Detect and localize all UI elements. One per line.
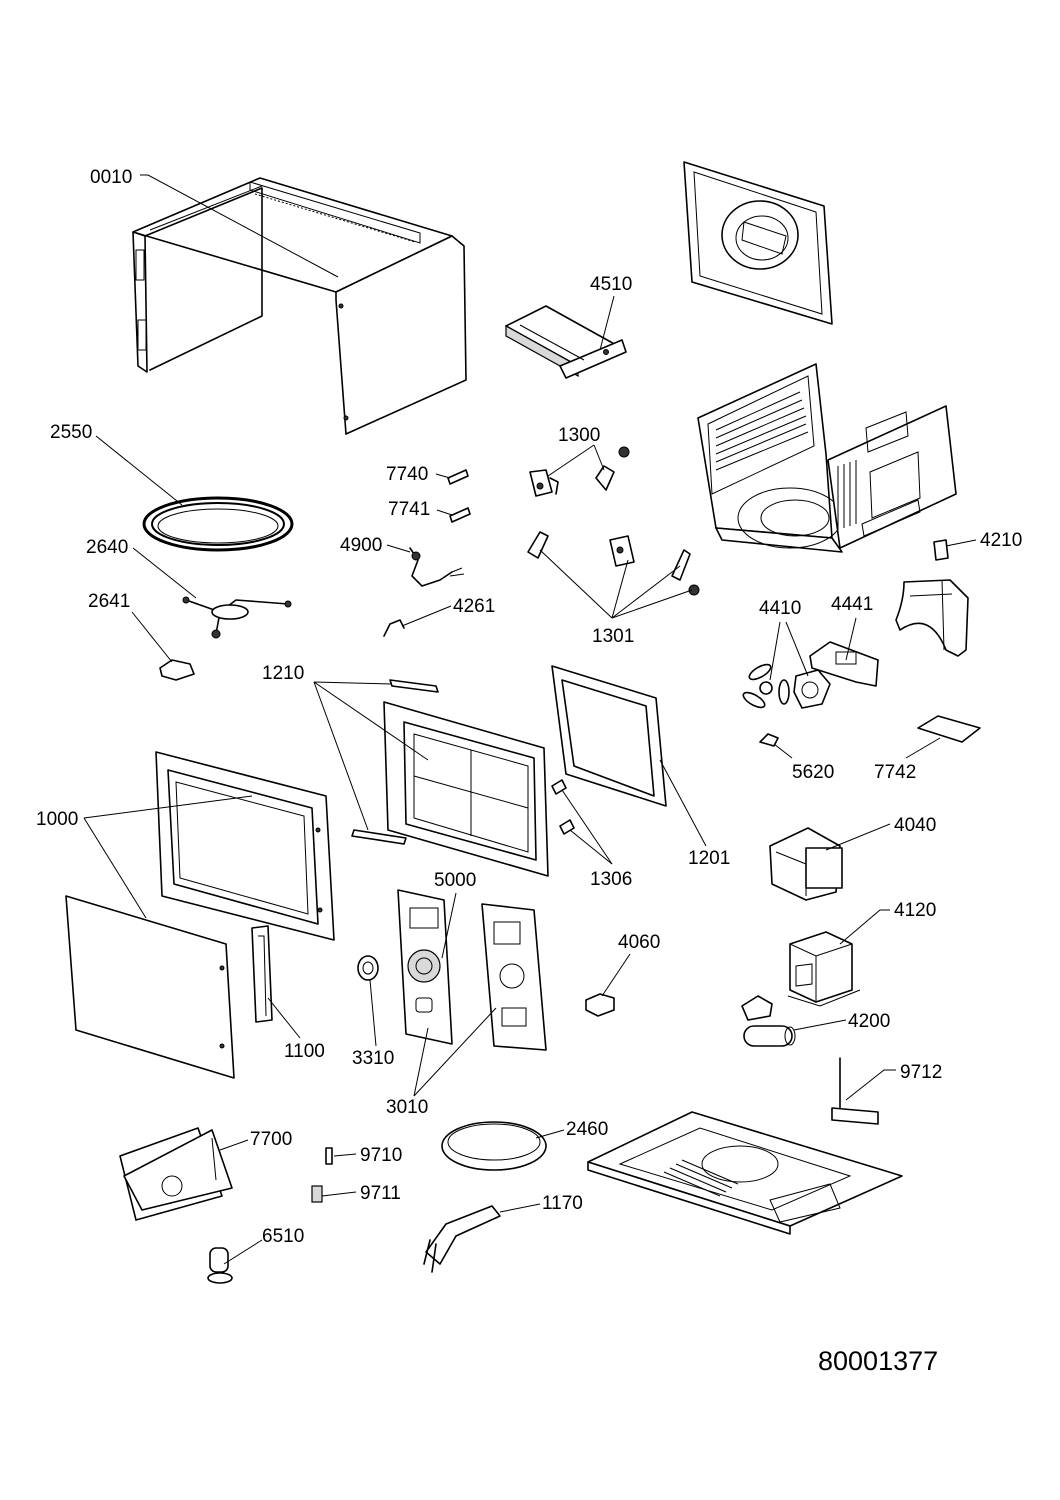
label-4120: 4120 xyxy=(894,900,936,921)
label-2460: 2460 xyxy=(566,1119,608,1140)
part-2641-coupler xyxy=(159,659,195,681)
part-9711 xyxy=(311,1185,323,1203)
label-3310: 3310 xyxy=(352,1048,394,1069)
label-2640: 2640 xyxy=(86,537,128,558)
part-base-plate xyxy=(587,1111,903,1235)
label-4060: 4060 xyxy=(618,932,660,953)
part-1210-door-frame xyxy=(351,679,549,877)
part-4200-capacitor xyxy=(741,995,796,1047)
label-7741: 7741 xyxy=(388,499,430,520)
part-7700-bracket xyxy=(119,1127,233,1221)
label-1306: 1306 xyxy=(590,869,632,890)
label-1000: 1000 xyxy=(36,809,78,830)
label-6510: 6510 xyxy=(262,1226,304,1247)
label-4441: 4441 xyxy=(831,594,873,615)
part-4261-sensor xyxy=(383,619,405,637)
label-1201: 1201 xyxy=(688,848,730,869)
part-5000-control-panel xyxy=(397,889,547,1051)
label-9711: 9711 xyxy=(360,1183,401,1204)
label-9710: 9710 xyxy=(360,1145,402,1166)
label-7740: 7740 xyxy=(386,464,428,485)
part-7742 xyxy=(917,715,981,743)
part-4060-motor xyxy=(585,993,615,1017)
part-7741 xyxy=(449,507,471,523)
part-1306-hinges xyxy=(551,779,575,835)
label-1170: 1170 xyxy=(542,1193,583,1214)
label-4900: 4900 xyxy=(340,535,382,556)
part-1300-switch-group xyxy=(529,446,630,497)
label-7742: 7742 xyxy=(874,762,916,783)
label-0010: 0010 xyxy=(90,167,132,188)
part-4210 xyxy=(933,539,949,561)
label-4040: 4040 xyxy=(894,815,936,836)
label-5620: 5620 xyxy=(792,762,834,783)
part-cavity xyxy=(697,363,957,553)
part-back-panel xyxy=(683,161,833,325)
document-number: 80001377 xyxy=(818,1346,938,1376)
part-1000-door xyxy=(65,751,335,1079)
label-1210: 1210 xyxy=(262,663,304,684)
label-4210: 4210 xyxy=(980,530,1022,551)
part-4441-bracket xyxy=(809,641,879,687)
part-9710 xyxy=(325,1147,333,1165)
part-2640-roller-guide xyxy=(182,596,292,639)
part-5620 xyxy=(759,733,779,747)
part-1201-door-inner-frame xyxy=(551,665,667,807)
part-4120-high-voltage-transformer xyxy=(787,931,861,1007)
label-2641: 2641 xyxy=(88,591,130,612)
label-4261: 4261 xyxy=(453,596,495,617)
label-2550: 2550 xyxy=(50,422,92,443)
part-6510-foot xyxy=(207,1247,233,1284)
label-1300: 1300 xyxy=(558,425,600,446)
part-1100-door-handle xyxy=(251,925,273,1023)
part-1301-switch-group xyxy=(527,531,700,596)
part-9712 xyxy=(831,1057,879,1125)
part-2460-turntable-ring xyxy=(441,1121,547,1171)
part-0010-outer-cabinet xyxy=(132,177,467,435)
label-7700: 7700 xyxy=(250,1129,292,1150)
part-2550-roller-ring xyxy=(142,496,294,552)
part-7740 xyxy=(447,469,469,485)
label-4200: 4200 xyxy=(848,1011,890,1032)
label-4510: 4510 xyxy=(590,274,632,295)
label-1100: 1100 xyxy=(284,1041,325,1062)
label-3010: 3010 xyxy=(386,1097,428,1118)
part-4040-transformer xyxy=(769,827,843,901)
part-4410-fan-motor xyxy=(742,663,831,709)
part-3310-knob xyxy=(357,955,379,981)
label-9712: 9712 xyxy=(900,1062,942,1083)
part-air-guide xyxy=(895,579,969,657)
label-5000: 5000 xyxy=(434,870,476,891)
part-4510 xyxy=(505,305,627,379)
part-4900-thermal-cutout xyxy=(409,547,465,587)
part-1170-power-cord xyxy=(423,1205,501,1273)
label-1301: 1301 xyxy=(592,626,634,647)
label-4410: 4410 xyxy=(759,598,801,619)
